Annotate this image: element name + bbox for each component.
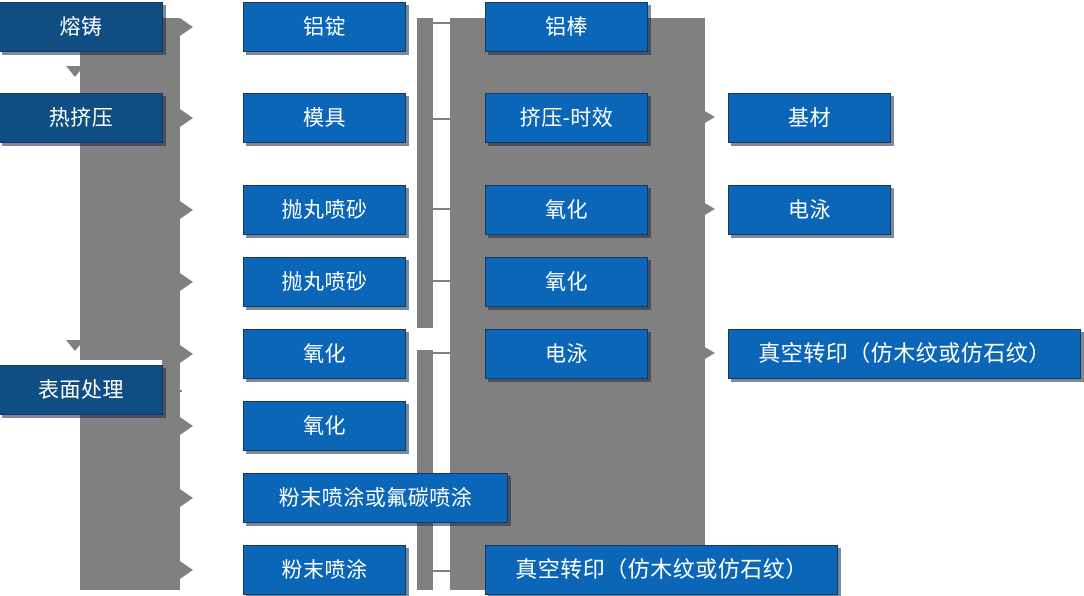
process-label: 真空转印（仿木纹或仿石纹） — [515, 557, 808, 582]
connector-tick-3 — [433, 208, 453, 210]
arrow-right-icon-c2-2 — [180, 109, 193, 127]
connector-tick-1 — [433, 22, 453, 24]
connector-tick-6 — [433, 570, 453, 572]
arrow-down-icon-melting — [66, 66, 84, 77]
process-box-vacuum-transfer-printing-1[interactable]: 真空转印（仿木纹或仿石纹） — [485, 545, 838, 595]
process-box-powder-coating[interactable]: 粉末喷涂 — [243, 545, 406, 595]
arrow-right-icon-c4-1 — [705, 111, 715, 123]
process-box-extrusion-aging[interactable]: 挤压-时效 — [485, 93, 648, 143]
stage-box-surface-treatment[interactable]: 表面处理 — [0, 365, 163, 415]
connector-bar-middle — [417, 18, 433, 328]
process-box-shot-blasting-1[interactable]: 抛丸喷砂 — [243, 185, 406, 235]
stage-box-hot-extrusion[interactable]: 热挤压 — [0, 93, 163, 143]
process-label: 模具 — [303, 106, 346, 130]
process-label: 粉末喷涂或氟碳喷涂 — [278, 486, 473, 510]
process-label: 氧化 — [303, 342, 346, 366]
stage-label: 热挤压 — [48, 106, 114, 130]
output-label: 真空转印（仿木纹或仿石纹） — [758, 341, 1051, 366]
connector-bar-middle-lower — [417, 350, 433, 590]
arrow-right-icon-c2-7 — [180, 489, 193, 507]
stage-box-melting[interactable]: 熔铸 — [0, 2, 163, 52]
output-label: 基材 — [788, 106, 831, 130]
process-label: 抛丸喷砂 — [281, 270, 368, 294]
output-label: 电泳 — [788, 198, 831, 222]
process-label: 铝棒 — [545, 15, 588, 39]
arrow-right-icon-c4-2 — [705, 203, 715, 215]
arrow-right-icon-c2-3 — [180, 201, 193, 219]
process-label: 抛丸喷砂 — [281, 198, 368, 222]
arrow-right-icon-c2-5 — [180, 345, 193, 363]
process-box-shot-blasting-2[interactable]: 抛丸喷砂 — [243, 257, 406, 307]
process-box-aluminium-bar[interactable]: 铝棒 — [485, 2, 648, 52]
process-box-oxidation-1[interactable]: 氧化 — [243, 329, 406, 379]
connector-tick-5 — [433, 352, 453, 354]
connector-stub-surface — [162, 390, 182, 392]
output-box-electrophoresis[interactable]: 电泳 — [728, 185, 891, 235]
process-box-aluminium-ingot[interactable]: 铝锭 — [243, 2, 406, 52]
arrow-right-icon-c2-1 — [180, 18, 193, 36]
process-box-electrophoresis-1[interactable]: 电泳 — [485, 329, 648, 379]
output-box-substrate[interactable]: 基材 — [728, 93, 891, 143]
connector-tick-4 — [433, 280, 453, 282]
process-label: 挤压-时效 — [519, 106, 614, 130]
connector-tick-2 — [433, 118, 453, 120]
process-box-oxidation-2[interactable]: 氧化 — [243, 401, 406, 451]
arrow-down-icon-surface — [66, 340, 84, 351]
stage-label: 熔铸 — [59, 15, 103, 39]
process-box-mould[interactable]: 模具 — [243, 93, 406, 143]
process-label: 氧化 — [303, 414, 346, 438]
arrow-right-icon-c4-3 — [705, 347, 715, 359]
process-label: 氧化 — [545, 198, 588, 222]
arrow-right-icon-c2-4 — [180, 273, 193, 291]
process-box-oxidation-4[interactable]: 氧化 — [485, 257, 648, 307]
process-label: 铝锭 — [303, 15, 346, 39]
process-label: 氧化 — [545, 270, 588, 294]
process-box-powder-or-fluorocarbon-coating[interactable]: 粉末喷涂或氟碳喷涂 — [243, 473, 508, 523]
arrow-right-icon-c2-6 — [180, 417, 193, 435]
process-box-oxidation-3[interactable]: 氧化 — [485, 185, 648, 235]
output-box-vacuum-transfer-printing[interactable]: 真空转印（仿木纹或仿石纹） — [728, 329, 1081, 379]
process-label: 电泳 — [545, 342, 588, 366]
process-label: 粉末喷涂 — [281, 558, 368, 582]
stage-label: 表面处理 — [38, 378, 124, 402]
arrow-right-icon-c2-8 — [180, 561, 193, 579]
